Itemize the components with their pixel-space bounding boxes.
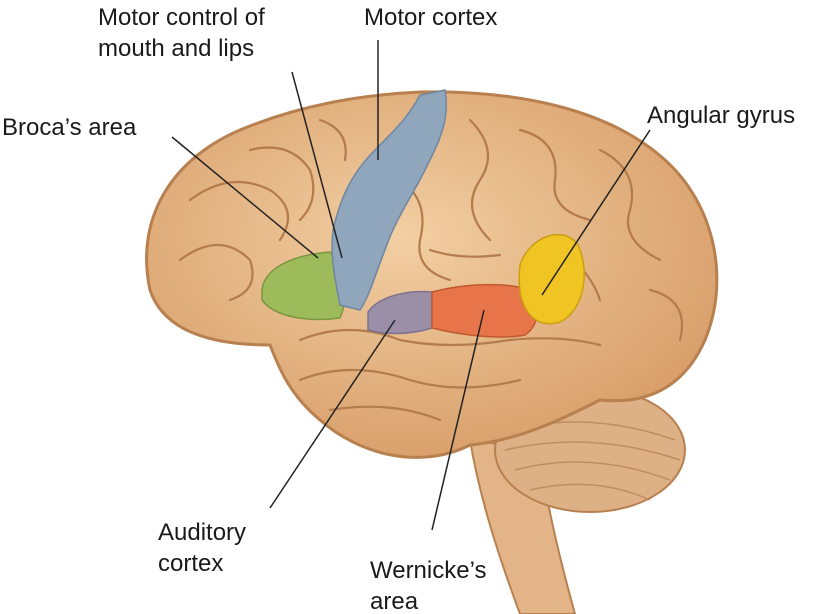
- wernicke-leader-line: [431, 309, 485, 531]
- gyri-folds: [178, 118, 684, 422]
- label-motor-control: Motor control of mouth and lips: [98, 2, 265, 64]
- angular-leader-line: [541, 129, 651, 296]
- label-line: Auditory: [158, 519, 247, 546]
- label-line: Motor control of: [98, 4, 265, 31]
- label-line: mouth and lips: [98, 35, 255, 62]
- label-line: area: [370, 588, 419, 614]
- label-wernicke: Wernicke’s area: [370, 555, 486, 614]
- cerebrum: [145, 90, 719, 459]
- motor-cortex-region: [331, 89, 448, 311]
- label-line: cortex: [158, 550, 224, 577]
- label-motor-cortex: Motor cortex: [364, 4, 498, 31]
- label-broca: Broca’s area: [2, 114, 137, 141]
- auditory-leader-line: [269, 319, 396, 509]
- motor-control-leader-line: [291, 71, 343, 259]
- label-line: Wernicke’s: [370, 557, 487, 584]
- label-auditory-cortex: Auditory cortex: [158, 517, 246, 579]
- label-angular-gyrus: Angular gyrus: [647, 102, 796, 129]
- broca-leader-line: [171, 136, 319, 259]
